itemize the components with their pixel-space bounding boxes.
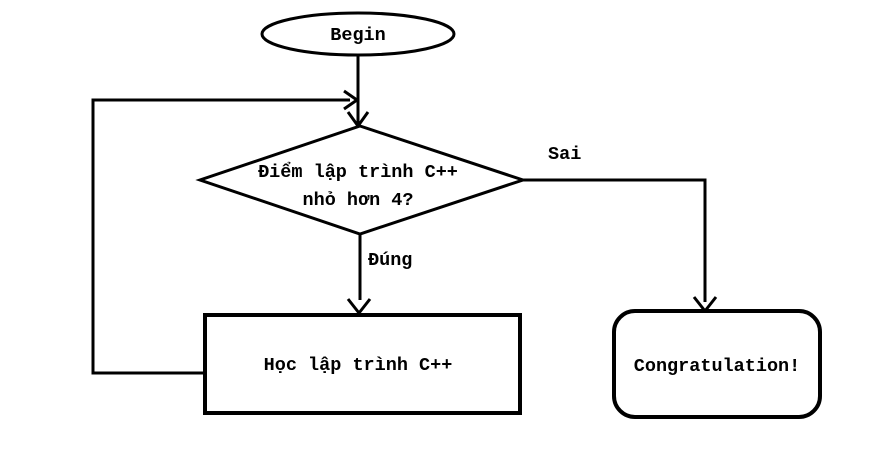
false-branch-label: Sai	[548, 144, 581, 165]
process-label: Học lập trình C++	[264, 355, 453, 376]
arrowhead-right-icon	[343, 89, 360, 111]
congratulation-rounded-rectangle	[612, 309, 822, 419]
decision-label-line1: Điểm lập trình C++	[258, 162, 458, 183]
decision-label-line2: nhỏ hơn 4?	[302, 190, 413, 211]
begin-node: Begin	[260, 11, 456, 57]
begin-label: Begin	[330, 25, 386, 46]
congratulation-node: Congratulation!	[612, 309, 822, 419]
decision-to-congratulation-shaft	[523, 178, 707, 302]
decision-to-process-arrow	[346, 234, 372, 316]
true-branch-label: Đúng	[368, 250, 412, 271]
begin-to-decision-arrow	[346, 54, 370, 129]
congratulation-label: Congratulation!	[634, 356, 801, 377]
decision-node: Điểm lập trình C++ nhỏ hơn 4?	[195, 124, 528, 236]
arrowhead-down-icon	[346, 298, 372, 316]
process-rectangle	[203, 313, 522, 415]
loop-back-arrow	[91, 89, 360, 375]
loop-back-shaft	[91, 98, 350, 375]
decision-diamond	[195, 124, 528, 236]
decision-to-congratulation-arrow	[523, 178, 718, 314]
process-node: Học lập trình C++	[203, 313, 522, 415]
begin-ellipse	[260, 11, 456, 57]
